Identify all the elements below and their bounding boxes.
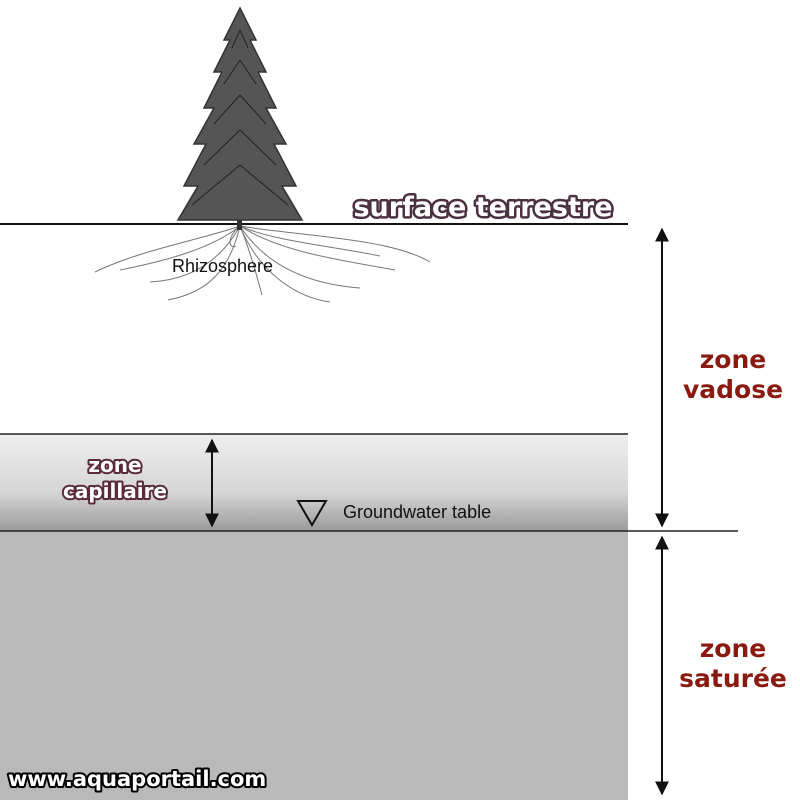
capillary-label-line1: zone (88, 453, 141, 477)
capillary-label-line2: capillaire (63, 479, 167, 503)
vadose-label-line1: zone (700, 345, 766, 374)
watermark: www.aquaportail.com (8, 767, 266, 791)
rhizosphere-label: Rhizosphere (172, 256, 273, 276)
saturated-label-line2: saturée (679, 664, 787, 693)
surface-label: surface terrestre (353, 192, 612, 223)
conifer-tree-icon (176, 6, 304, 230)
capillary-zone-band (0, 434, 628, 531)
saturated-zone-band (0, 531, 628, 800)
saturated-label-line1: zone (700, 634, 766, 663)
vadose-label-line2: vadose (683, 375, 783, 404)
root-lines (94, 225, 431, 303)
groundwater-label: Groundwater table (343, 502, 491, 522)
inverted-triangle-water-table-icon (296, 500, 328, 527)
